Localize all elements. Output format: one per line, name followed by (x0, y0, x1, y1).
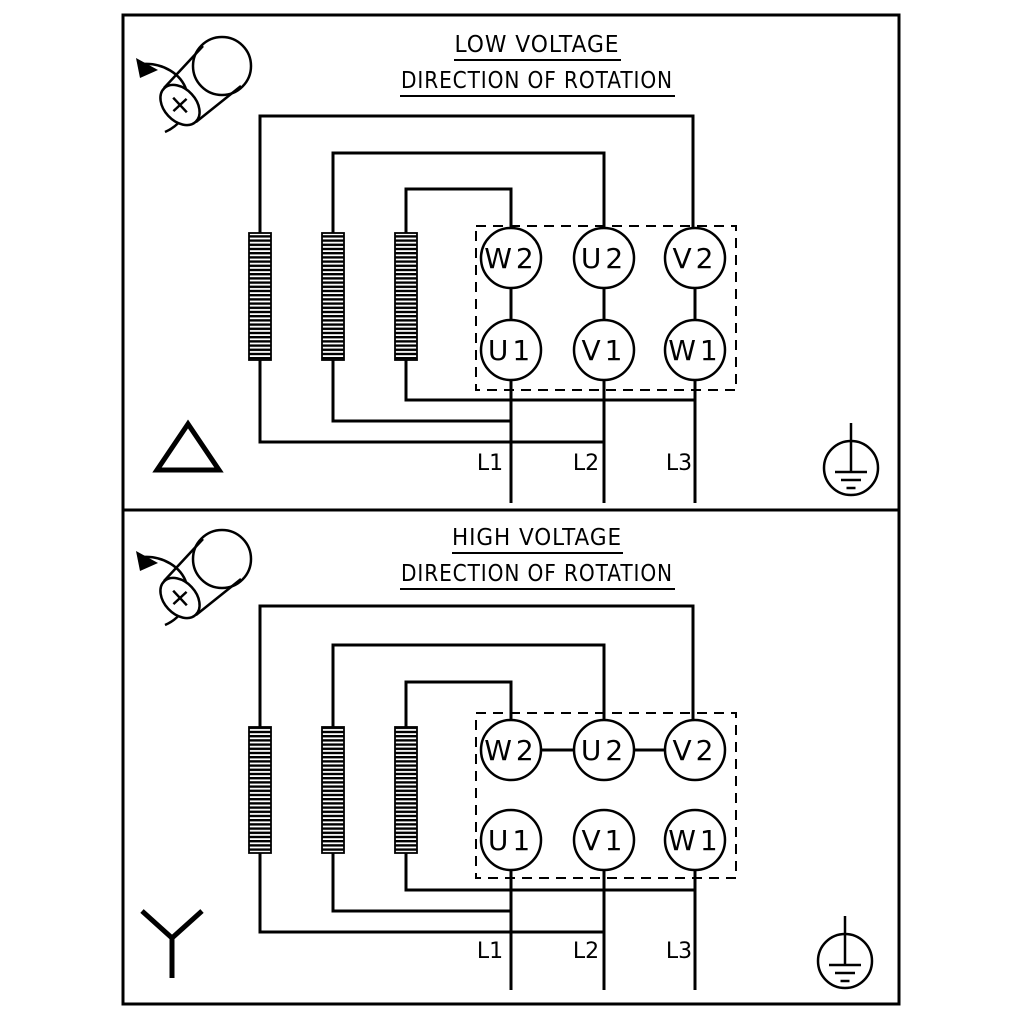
wire-coil2-to-U2 (331, 643, 606, 727)
winding-coil-2 (321, 232, 345, 361)
terminal-label-w2: W2 (484, 242, 538, 275)
winding-coil-3 (394, 726, 418, 854)
terminal-label-v2: V2 (673, 734, 718, 767)
terminal-block-high: W2 U2 V2 U1 V1 W1 (475, 712, 737, 879)
terminal-label-w1: W1 (668, 334, 722, 367)
terminal-v2 (663, 226, 727, 290)
winding-coil-1 (248, 726, 272, 854)
line-label-l3: L3 (666, 451, 692, 476)
terminal-label-u1: U1 (488, 824, 534, 857)
line-label-l2: L2 (573, 939, 599, 964)
terminal-label-u2: U2 (581, 734, 627, 767)
terminal-label-u1: U1 (488, 334, 534, 367)
wire-coil3-to-W1 (404, 360, 695, 402)
line-label-l1: L1 (477, 939, 503, 964)
terminal-label-v1: V1 (582, 824, 627, 857)
wire-coil2-to-U1 (331, 360, 511, 423)
wire-coil3-to-W2 (404, 680, 513, 727)
motor-windings (248, 726, 418, 854)
line-label-l1: L1 (477, 451, 503, 476)
panel-subtitle: DIRECTION OF ROTATION (401, 68, 673, 94)
earth-ground-icon (816, 914, 874, 990)
wire-coil2-to-U2 (331, 151, 606, 233)
wire-coil1-to-V1 (258, 360, 604, 444)
wire-coil1-to-V1 (258, 853, 604, 934)
star-symbol-icon (140, 909, 204, 978)
terminal-label-w2: W2 (484, 734, 538, 767)
wire-coil1-to-V2 (258, 114, 695, 233)
motor-windings (248, 232, 418, 361)
terminal-box (475, 225, 737, 391)
terminal-label-v1: V1 (582, 334, 627, 367)
panel-subtitle: DIRECTION OF ROTATION (401, 561, 673, 587)
winding-coil-1 (248, 232, 272, 361)
terminal-w1 (663, 808, 727, 872)
wire-coil2-to-U1 (331, 853, 511, 913)
motor-shaft-rotation-icon (134, 35, 253, 134)
terminal-v1 (572, 808, 636, 872)
line-label-l2: L2 (573, 451, 599, 476)
panel-border (121, 508, 901, 1006)
terminal-u2 (572, 226, 636, 290)
terminal-label-u2: U2 (581, 242, 627, 275)
terminal-label-v2: V2 (673, 242, 718, 275)
terminal-block-low: W2 U2 V2 U1 V1 W1 (475, 225, 737, 391)
terminal-box (475, 712, 737, 879)
wire-coil3-to-W2 (404, 187, 513, 233)
terminal-u1 (479, 808, 543, 872)
winding-coil-3 (394, 232, 418, 361)
wire-coil1-to-V2 (258, 604, 695, 727)
terminal-v1 (572, 318, 636, 382)
winding-coil-2 (321, 726, 345, 854)
terminal-w2 (479, 718, 543, 782)
terminal-u1 (479, 318, 543, 382)
terminal-u2 (572, 718, 636, 782)
line-label-l3: L3 (666, 939, 692, 964)
panel-title: LOW VOLTAGE (455, 32, 620, 58)
panel-title: HIGH VOLTAGE (452, 525, 622, 551)
high-voltage-panel: HIGH VOLTAGE DIRECTION OF ROTATION (121, 508, 901, 1006)
wire-coil3-to-W1 (404, 853, 695, 892)
wiring-high (258, 604, 697, 990)
terminal-v2 (663, 718, 727, 782)
delta-symbol-icon (152, 419, 224, 473)
terminal-w2 (479, 226, 543, 290)
earth-ground-icon (822, 421, 880, 497)
wiring-low (258, 114, 697, 503)
terminal-label-w1: W1 (668, 824, 722, 857)
low-voltage-panel: LOW VOLTAGE DIRECTION OF ROTATION (121, 13, 901, 512)
terminal-w1 (663, 318, 727, 382)
motor-shaft-rotation-icon (134, 528, 253, 627)
